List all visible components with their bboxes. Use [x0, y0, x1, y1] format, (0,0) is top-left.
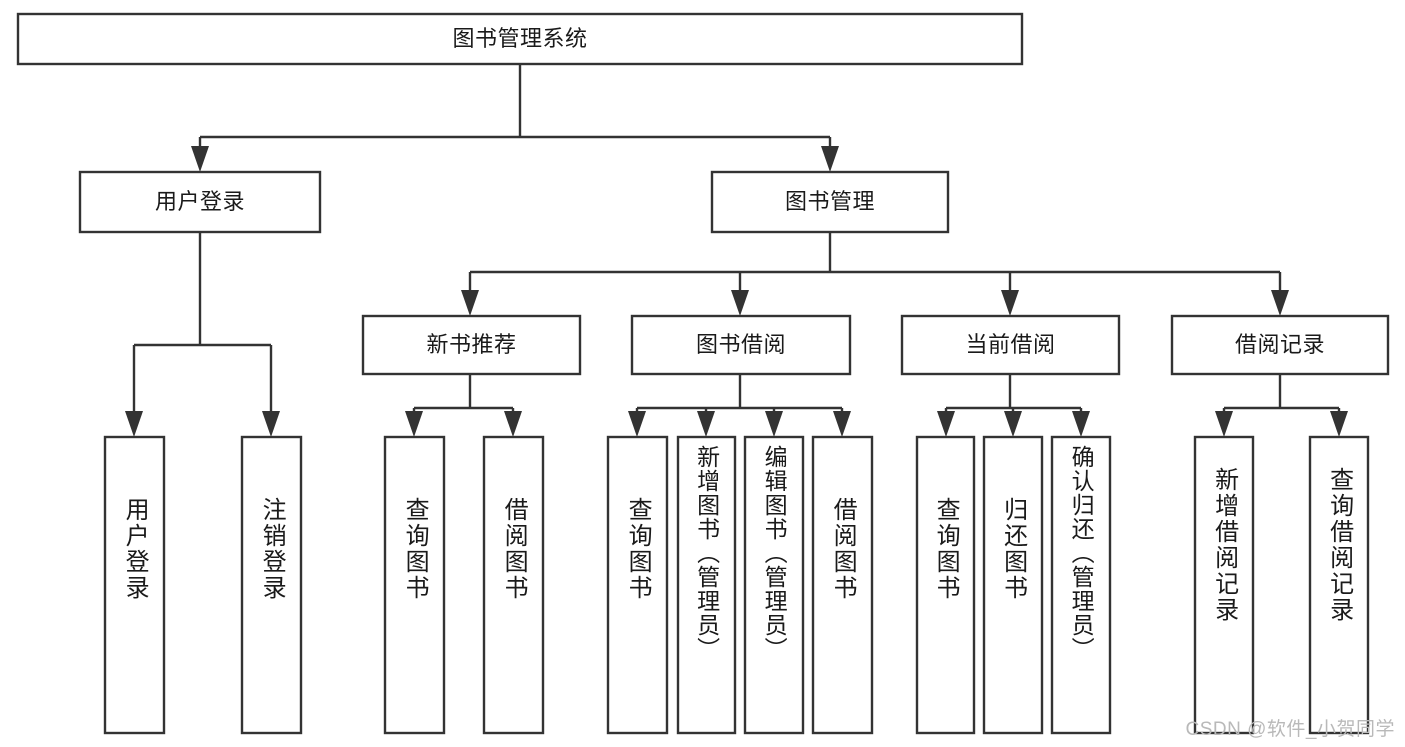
node-box-leaf-query-book-1[interactable] — [383, 435, 446, 735]
node-box-leaf-return-book[interactable] — [982, 435, 1044, 735]
arrow-head-leaf-add-book-admin — [697, 411, 715, 437]
node-box-new-book-recommend[interactable] — [361, 314, 582, 376]
watermark-text: CSDN @软件_小贺同学 — [1185, 719, 1395, 740]
arrow-head-book-management — [821, 146, 839, 172]
node-box-leaf-confirm-return-admin[interactable] — [1050, 435, 1112, 735]
node-box-leaf-query-book-3[interactable] — [915, 435, 976, 735]
node-box-leaf-edit-book-admin[interactable] — [743, 435, 805, 735]
arrow-head-new-book-recommend — [461, 290, 479, 316]
arrow-head-leaf-borrow-book-1 — [504, 411, 522, 437]
node-box-leaf-borrow-book-2[interactable] — [811, 435, 874, 735]
connector-borrow-records-to-leaves — [1215, 374, 1348, 437]
node-box-book-borrow[interactable] — [630, 314, 852, 376]
node-box-user-login[interactable] — [78, 170, 322, 234]
node-box-borrow-records[interactable] — [1170, 314, 1390, 376]
arrow-head-borrow-records — [1271, 290, 1289, 316]
arrow-head-leaf-borrow-book-2 — [833, 411, 851, 437]
connector-root-to-level1 — [191, 64, 839, 172]
arrow-head-leaf-add-borrow-record — [1215, 411, 1233, 437]
node-box-leaf-user-login[interactable] — [103, 435, 166, 735]
arrow-head-leaf-query-borrow-record — [1330, 411, 1348, 437]
arrow-head-leaf-query-book-1 — [405, 411, 423, 437]
arrow-head-current-borrow — [1001, 290, 1019, 316]
node-box-leaf-logout[interactable] — [240, 435, 303, 735]
node-box-leaf-query-borrow-record[interactable] — [1308, 435, 1370, 735]
connector-user-login-to-leaves — [125, 232, 280, 437]
node-box-book-management[interactable] — [710, 170, 950, 234]
node-box-root[interactable] — [16, 12, 1024, 66]
node-box-leaf-borrow-book-1[interactable] — [482, 435, 545, 735]
node-box-leaf-query-book-2[interactable] — [606, 435, 669, 735]
arrow-head-book-borrow — [731, 290, 749, 316]
connector-book-borrow-to-leaves — [628, 374, 851, 437]
connector-book-management-to-level2 — [461, 232, 1289, 316]
arrow-head-leaf-logout — [262, 411, 280, 437]
connector-new-book-to-leaves — [405, 374, 522, 437]
connector-current-borrow-to-leaves — [937, 374, 1090, 437]
arrow-head-leaf-user-login — [125, 411, 143, 437]
arrow-head-leaf-query-book-2 — [628, 411, 646, 437]
arrow-head-leaf-query-book-3 — [937, 411, 955, 437]
arrow-head-leaf-confirm-return-admin — [1072, 411, 1090, 437]
node-box-current-borrow[interactable] — [900, 314, 1121, 376]
arrow-head-leaf-return-book — [1004, 411, 1022, 437]
arrow-head-leaf-edit-book-admin — [765, 411, 783, 437]
node-box-leaf-add-book-admin[interactable] — [676, 435, 737, 735]
node-box-leaf-add-borrow-record[interactable] — [1193, 435, 1255, 735]
arrow-head-user-login — [191, 146, 209, 172]
